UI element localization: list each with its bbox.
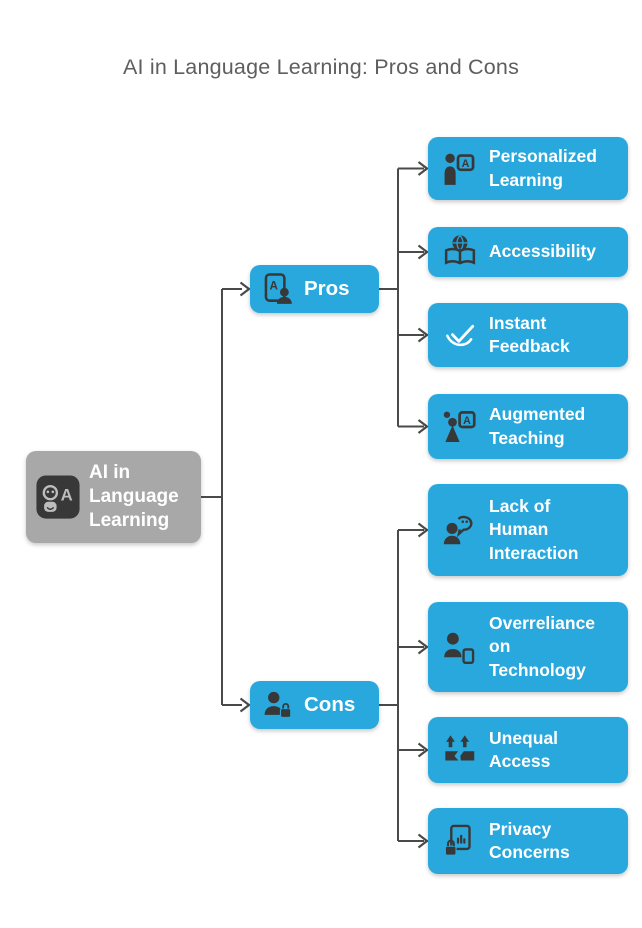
svg-text:A: A: [462, 158, 470, 170]
ai-avatar-letter-icon: A: [35, 474, 81, 520]
node-unequal-access: Unequal Access: [428, 717, 628, 783]
globe-book-icon: [441, 233, 479, 271]
node-accessibility: Accessibility: [428, 227, 628, 277]
node-label: Lack of Human Interaction: [489, 495, 579, 563]
node-augmented-teaching: A Augmented Teaching: [428, 394, 628, 459]
person-padlock-icon: [261, 688, 295, 722]
svg-text:A: A: [61, 485, 73, 504]
node-cons: Cons: [250, 681, 379, 729]
node-pros: A Pros: [250, 265, 379, 313]
node-privacy-concerns: Privacy Concerns: [428, 808, 628, 874]
document-chart-lock-icon: [441, 822, 479, 860]
node-personalized-learning: A Personalized Learning: [428, 137, 628, 200]
node-label: Augmented Teaching: [489, 404, 586, 448]
node-instant-feedback: Instant Feedback: [428, 303, 628, 367]
node-label: Instant Feedback: [489, 312, 570, 357]
person-speech-bubble-icon: [441, 511, 479, 549]
svg-text:A: A: [270, 280, 279, 293]
node-lack-of-human-interaction: Lack of Human Interaction: [428, 484, 628, 576]
node-label: Overreliance on Technology: [489, 612, 596, 680]
checkmark-swoosh-icon: [441, 316, 479, 354]
node-ai-in-language-learning: A AI in Language Learning: [26, 451, 201, 543]
node-label: Privacy Concerns: [489, 818, 570, 863]
node-overreliance-on-technology: Overreliance on Technology: [428, 602, 628, 692]
presenter-board-icon: A: [441, 408, 479, 446]
node-label: Cons: [304, 693, 356, 716]
person-board-icon: A: [441, 150, 479, 188]
person-phone-icon: [441, 628, 479, 666]
node-label: Pros: [304, 277, 350, 300]
node-label: Accessibility: [489, 241, 596, 262]
broken-platform-arrows-icon: [441, 731, 479, 769]
node-label: AI in Language Learning: [89, 462, 179, 531]
node-label: Personalized Learning: [489, 146, 597, 190]
tablet-learner-icon: A: [261, 272, 295, 306]
page-title: AI in Language Learning: Pros and Cons: [122, 55, 520, 79]
node-label: Unequal Access: [489, 727, 559, 772]
svg-text:A: A: [463, 414, 471, 426]
